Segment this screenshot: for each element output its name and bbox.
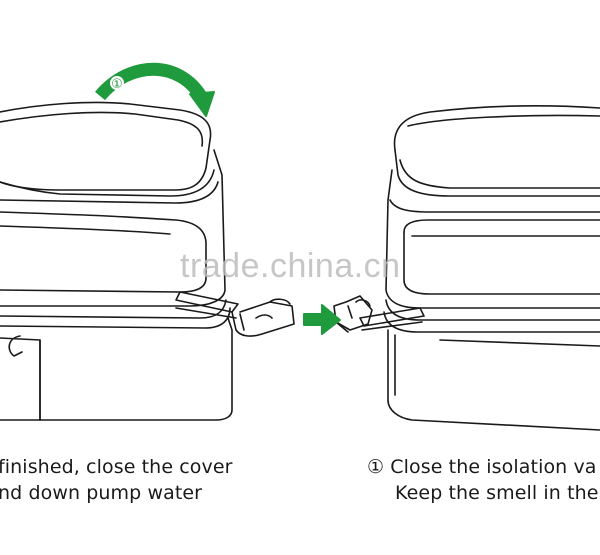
right-caption-line1: ① Close the isolation va bbox=[367, 456, 597, 478]
left-toilet-unit bbox=[0, 101, 233, 421]
push-arrow-icon bbox=[303, 304, 341, 335]
right-lid bbox=[393, 105, 600, 151]
right-upper-body bbox=[385, 169, 600, 309]
left-lower-tank bbox=[0, 317, 233, 421]
step-badge: ① bbox=[111, 77, 123, 92]
right-toilet-unit bbox=[383, 105, 600, 431]
left-caption-line2: nd down pump water bbox=[0, 482, 203, 504]
right-lower-tank bbox=[387, 329, 600, 431]
left-valve-handle bbox=[175, 291, 295, 337]
curved-arrow-icon: ① bbox=[95, 62, 215, 117]
watermark-text: trade.china.cn bbox=[180, 247, 401, 285]
left-lid bbox=[0, 101, 212, 191]
left-upper-body bbox=[0, 149, 226, 307]
left-caption-line1: finished, close the cover bbox=[0, 456, 233, 478]
right-valve-handle bbox=[333, 295, 425, 333]
right-caption-line2: Keep the smell in the bbox=[395, 482, 599, 504]
